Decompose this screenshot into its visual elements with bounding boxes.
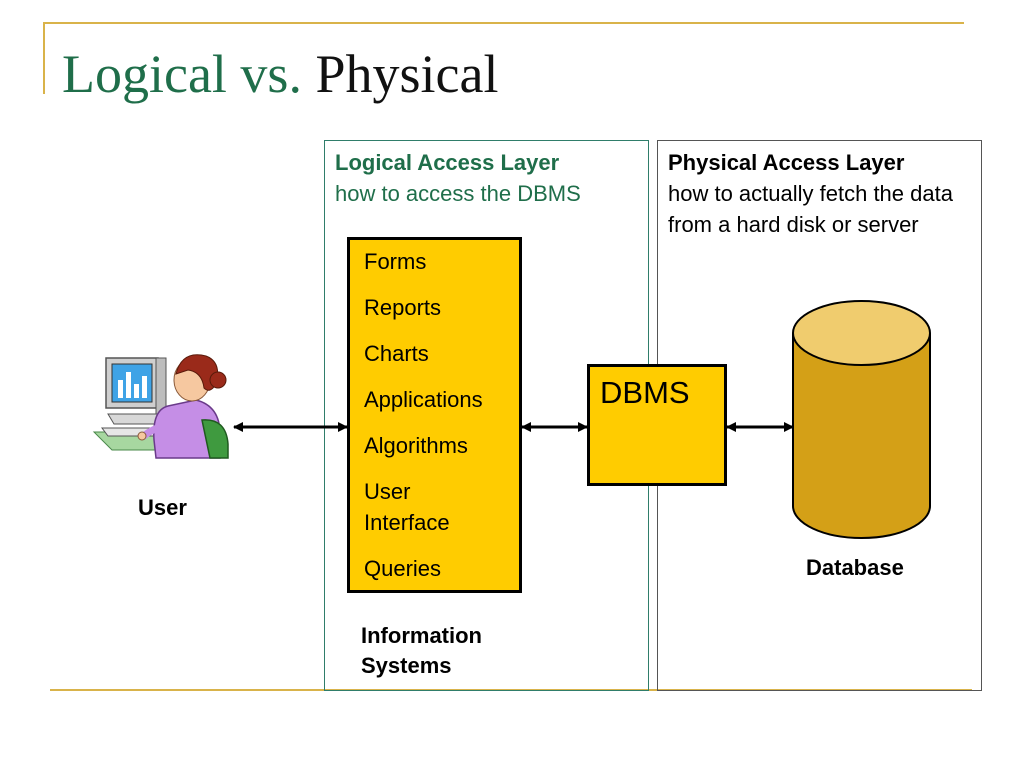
logical-layer-heading: Logical Access Layer	[335, 150, 560, 175]
slide-title-logical: Logical vs.	[62, 44, 302, 104]
database-label: Database	[806, 555, 904, 580]
user-at-computer-icon	[92, 354, 229, 459]
list-item-user-interface: User Interface	[364, 479, 450, 535]
physical-layer-heading: Physical Access Layer	[668, 150, 905, 175]
user-label: User	[138, 495, 187, 520]
slide-title: Logical vs. Physical	[62, 42, 498, 106]
list-item-algorithms: Algorithms	[364, 433, 468, 458]
list-item-charts: Charts	[364, 341, 429, 366]
list-item-reports: Reports	[364, 295, 442, 320]
list-item-applications: Applications	[364, 387, 483, 412]
title-accent-vertical-line	[43, 22, 45, 94]
database-cylinder-icon	[792, 300, 931, 539]
information-systems-caption: Information Systems	[361, 623, 482, 678]
dbms-label: DBMS	[600, 375, 690, 410]
information-systems-box: Forms Reports Charts Applications Algori…	[347, 237, 522, 593]
dbms-box: DBMS	[587, 364, 727, 486]
slide-title-physical: Physical	[315, 44, 499, 104]
physical-layer-text: Physical Access Layer how to actually fe…	[668, 147, 968, 240]
logical-layer-subtitle: how to access the DBMS	[335, 181, 581, 206]
physical-layer-subtitle: how to actually fetch the data from a ha…	[668, 181, 953, 237]
list-item-forms: Forms	[364, 249, 427, 274]
title-accent-top-line	[43, 22, 964, 24]
list-item-queries: Queries	[364, 556, 442, 581]
logical-layer-text: Logical Access Layer how to access the D…	[335, 147, 581, 209]
